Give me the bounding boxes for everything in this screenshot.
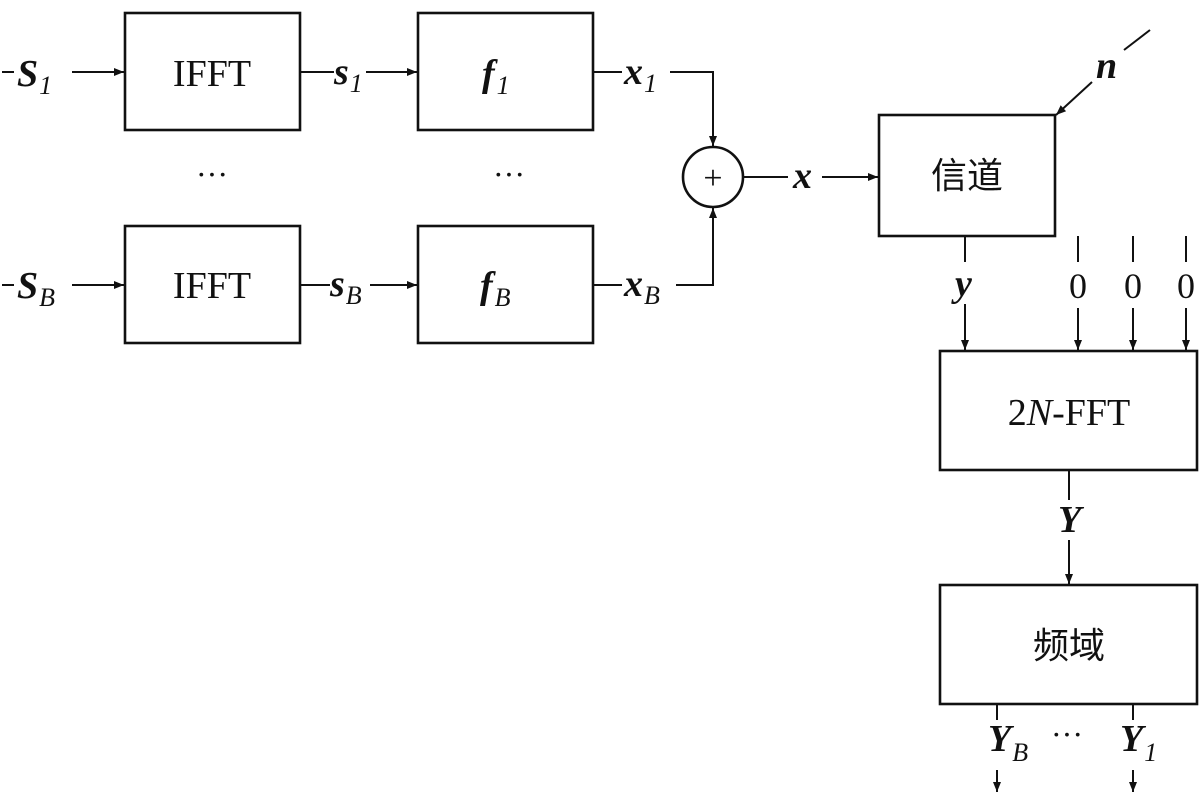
signal-n: n: [1096, 45, 1117, 87]
connections: [2, 29, 1190, 792]
signal-S1: S1: [17, 53, 52, 100]
signal-sB: sB: [329, 263, 362, 310]
ifft-bottom-block: IFFT: [123, 224, 302, 345]
ifft-top-label: IFFT: [173, 53, 251, 95]
signal-Y1: Y1: [1120, 718, 1157, 767]
signal-Y: Y: [1058, 499, 1085, 541]
signal-s1: s1: [333, 51, 363, 98]
signal-SB: SB: [17, 265, 55, 312]
signal-YB: YB: [988, 718, 1028, 767]
filter-bottom-label: fB: [480, 265, 511, 312]
zero-input-3: 0: [1177, 266, 1195, 306]
ellipsis-ifft: ···: [196, 156, 228, 192]
ellipsis-filter: ···: [493, 156, 525, 192]
ellipsis-outputs: ···: [1051, 716, 1083, 752]
filter-bottom-block: fB: [416, 224, 595, 345]
zero-input-2: 0: [1124, 266, 1142, 306]
freq-domain-label: 频域: [1033, 626, 1105, 667]
fft-label: 2N-FFT: [1008, 392, 1131, 434]
freq-domain-block: 频域: [938, 583, 1199, 706]
channel-label: 信道: [931, 156, 1003, 197]
ifft-bottom-label: IFFT: [173, 265, 251, 307]
channel-block: 信道: [877, 113, 1057, 238]
zero-input-1: 0: [1069, 266, 1087, 306]
signal-x1: x1: [623, 51, 657, 98]
adder: +: [681, 145, 745, 209]
filter-top-label: f1: [482, 53, 510, 100]
adder-symbol: +: [703, 160, 722, 197]
filter-top-block: f1: [416, 11, 595, 132]
fft-block: 2N-FFT: [938, 349, 1199, 472]
ifft-top-block: IFFT: [123, 11, 302, 132]
signal-xB: xB: [623, 263, 660, 310]
signal-x: x: [792, 155, 812, 197]
signal-y: y: [951, 263, 972, 305]
